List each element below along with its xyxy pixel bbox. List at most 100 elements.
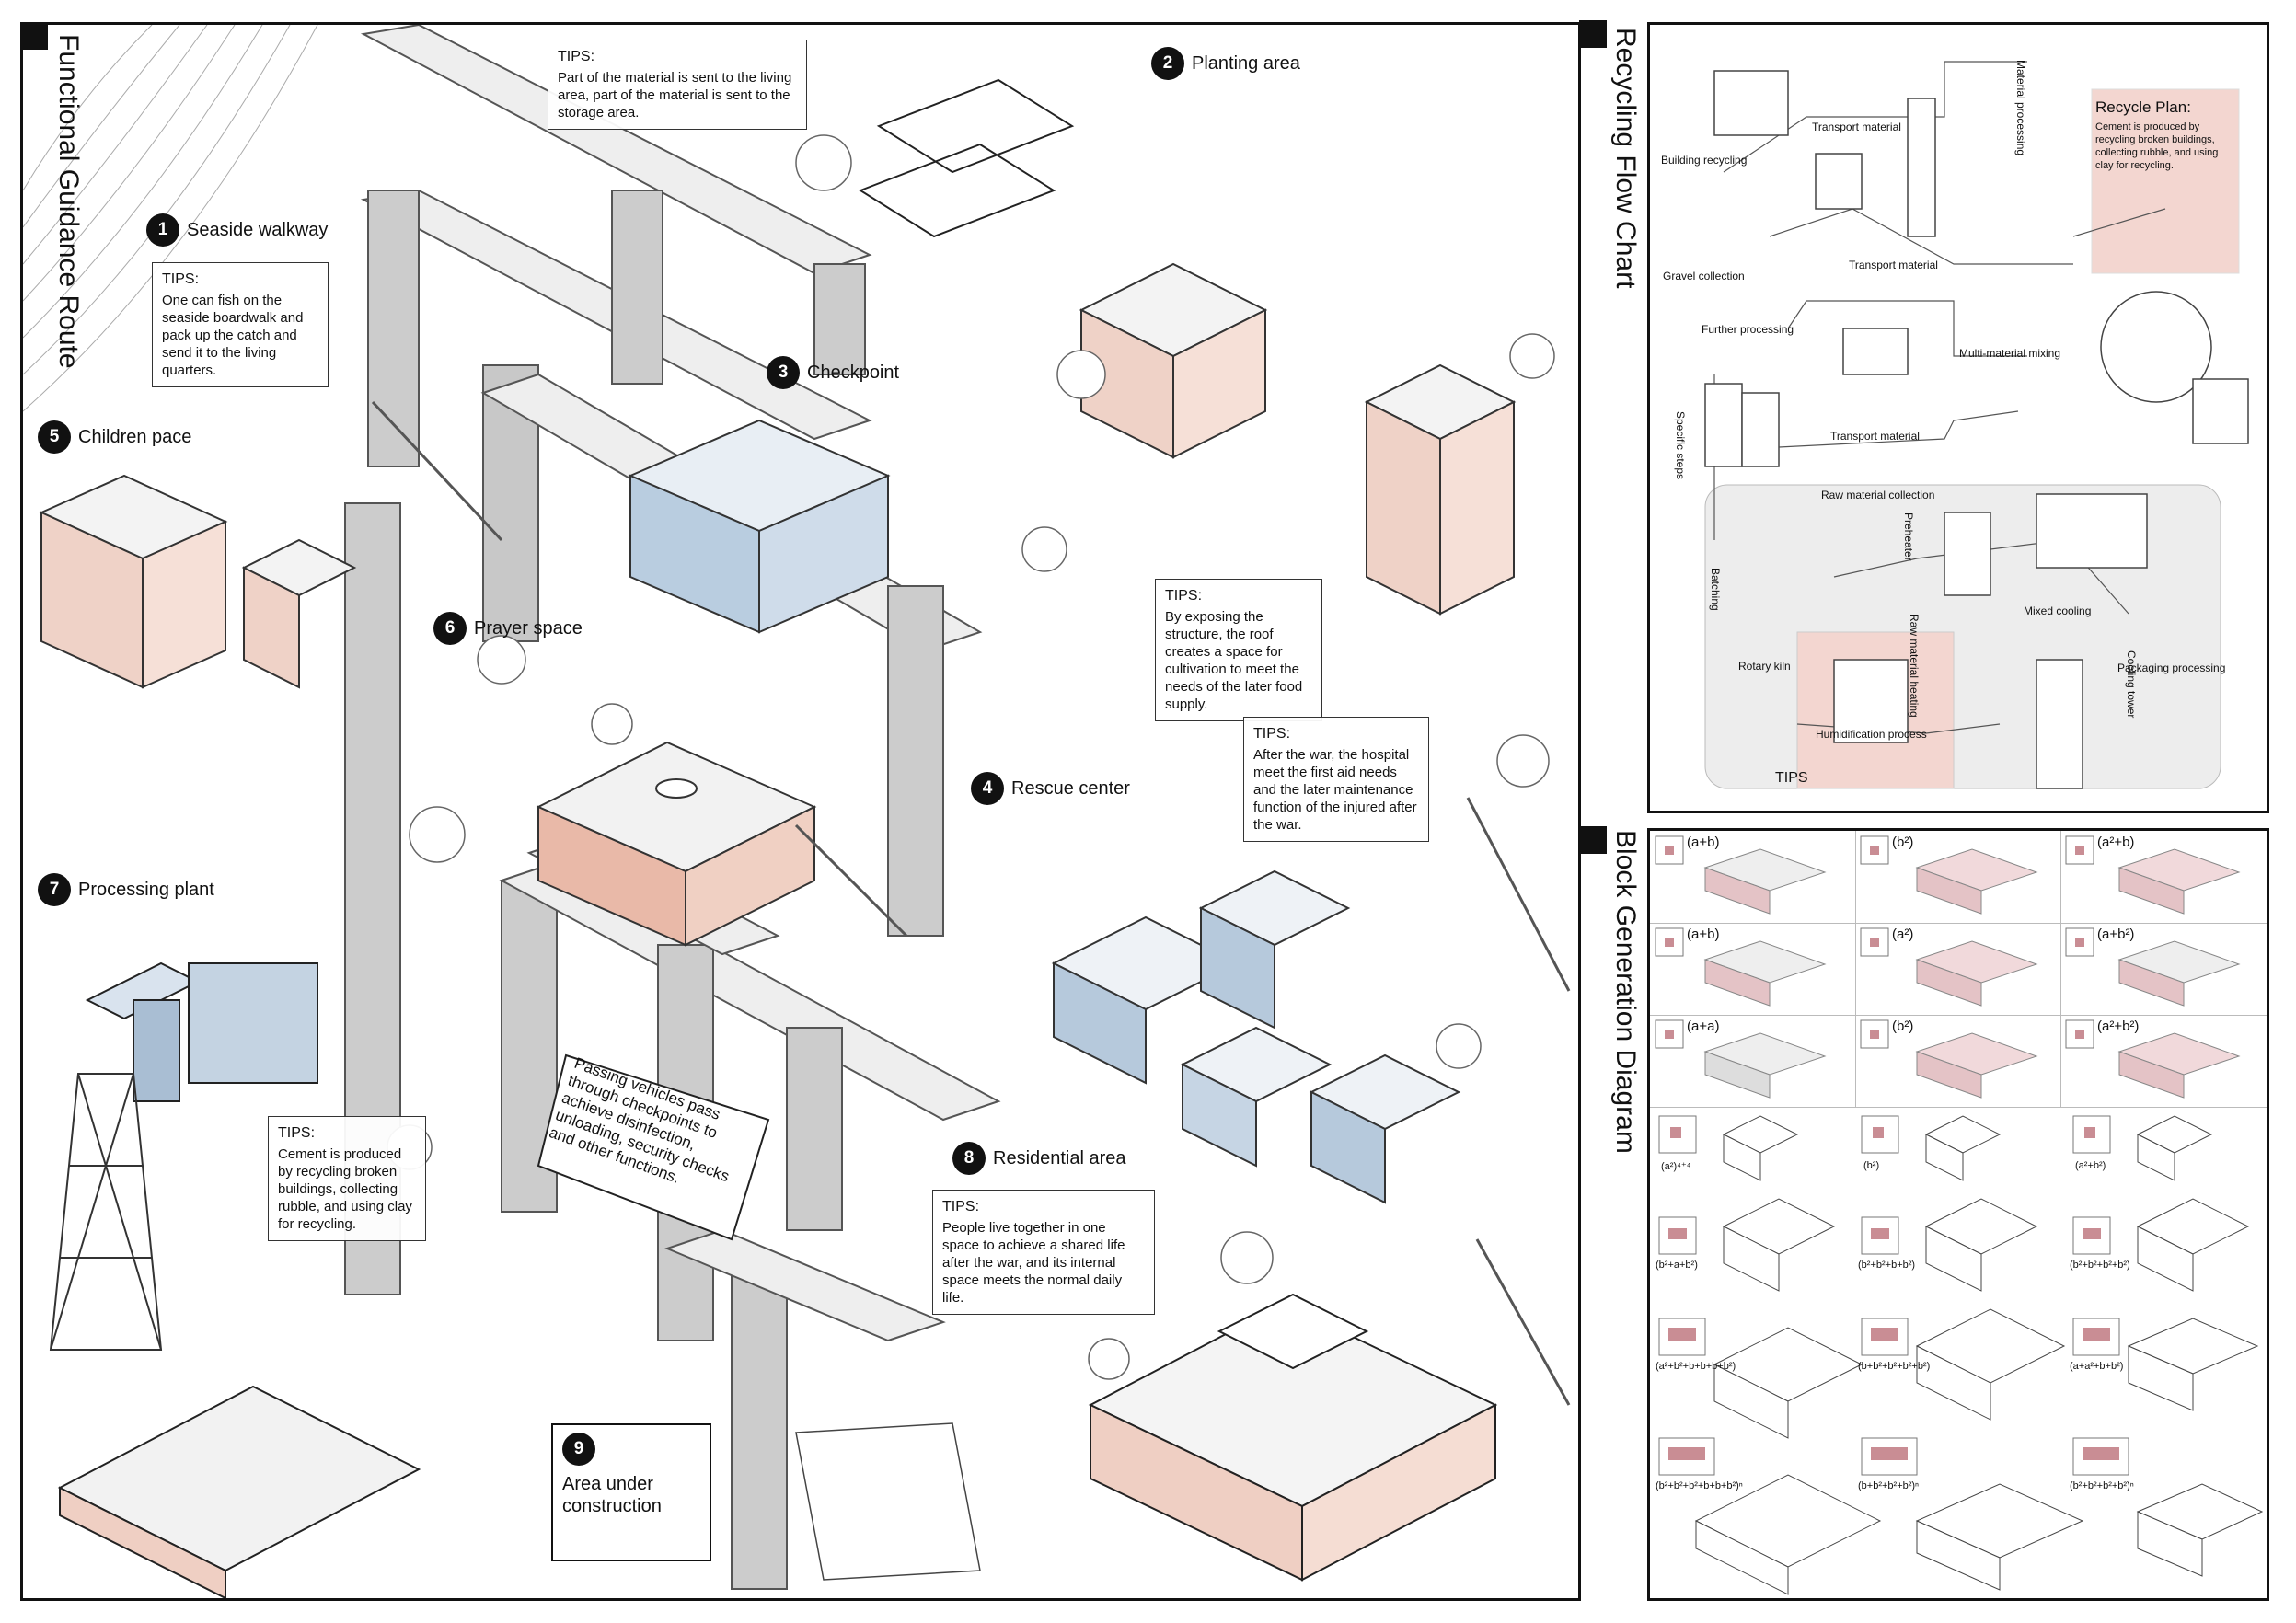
area-label-prayer-space: 6 Prayer space [433, 612, 583, 645]
tip-material: TIPS: Part of the material is sent to th… [548, 40, 807, 130]
formula-label: (b²+b²+b²+b²) [2070, 1260, 2130, 1271]
area-name: Planting area [1192, 52, 1300, 74]
area-label-processing-plant: 7 Processing plant [38, 873, 214, 906]
grid-cell [2060, 923, 2267, 1016]
area-label-children-pace: 5 Children pace [38, 420, 191, 454]
tip-text: Cement is produced by recycling broken b… [278, 1146, 412, 1232]
flow-step-humidification: Humidification process [1816, 728, 1927, 741]
tip-roof: TIPS: By exposing the structure, the roo… [1155, 579, 1322, 721]
area-number: 4 [971, 772, 1004, 805]
formula-label: (a+a) [1687, 1019, 1720, 1034]
trees [387, 134, 1555, 1380]
formula-label: (a+b) [1687, 835, 1720, 850]
hand-held-drawing [795, 1422, 981, 1581]
area-name: Checkpoint [807, 362, 900, 383]
tip-label: TIPS: [558, 49, 595, 64]
formula-label: (a²+b²) [2097, 1019, 2140, 1034]
flow-step-transport-1: Transport material [1812, 121, 1901, 133]
block-mass-drawings [1703, 848, 2241, 1099]
isometric-site-illustration [23, 25, 1571, 1598]
block-corner-marker [1579, 826, 1607, 854]
formula-label: (b²+b²+b+b²) [1858, 1260, 1916, 1271]
formula-label: (b+b²+b²+b²+b²) [1858, 1361, 1931, 1372]
flow-panel-title: Recycling Flow Chart [1610, 28, 1641, 289]
tip-paper-vehicles [537, 1053, 770, 1241]
tip-text: People live together in one space to ach… [942, 1220, 1125, 1306]
formula-label: (b+b²+b²+b²)ⁿ [1858, 1480, 1920, 1491]
tip-text: Part of the material is sent to the livi… [558, 70, 792, 121]
area-label-seaside-walkway: 1 Seaside walkway [146, 213, 328, 247]
area-number: 3 [767, 356, 800, 389]
block-diagrams [1655, 835, 2264, 1595]
grid-cell [1855, 923, 2061, 1016]
grid-cell [2060, 1015, 2267, 1108]
prayer-space-building [536, 741, 817, 947]
tip-residential: TIPS: People live together in one space … [932, 1190, 1155, 1315]
area-number: 1 [146, 213, 179, 247]
tip-text: After the war, the hospital meet the fir… [1253, 747, 1417, 833]
area-label-planting-area: 2 Planting area [1151, 47, 1300, 80]
flow-step-specific-steps: Specific steps [1674, 411, 1687, 480]
grid-cell [1650, 1015, 1856, 1108]
flow-step-cooling-tower: Cooling tower [2125, 650, 2138, 719]
flow-machinery [1704, 70, 2249, 789]
flow-step-material-processing: Material processing [2014, 60, 2027, 156]
flow-step-transport-2: Transport material [1849, 259, 1938, 271]
functional-guidance-panel: Functional Guidance Route 1 Seaside walk… [20, 22, 1581, 1601]
planting-area-buildings [1079, 262, 1517, 616]
recycling-flow-panel: Transport material Material processing B… [1647, 22, 2269, 813]
construction-cranes [371, 400, 1571, 1406]
residential-buildings [1088, 1293, 1498, 1582]
grid-cell [1855, 1015, 2061, 1108]
flow-lines [1704, 61, 2249, 789]
area-box-under-construction: 9 Area under construction [551, 1423, 711, 1561]
axonometric-blocks [1694, 1115, 2264, 1595]
area-label-rescue-center: 4 Rescue center [971, 772, 1130, 805]
flow-step-raw-material-heating: Raw material heating [1908, 614, 1921, 718]
area-number: 7 [38, 873, 71, 906]
grid-highlights [1665, 846, 2119, 1460]
tip-label: TIPS: [162, 271, 200, 287]
area-name: Seaside walkway [187, 219, 329, 240]
formula-label: (b²) [1892, 835, 1914, 850]
area-name: Processing plant [78, 879, 214, 900]
area-number: 2 [1151, 47, 1184, 80]
area-name: Prayer space [474, 617, 583, 639]
formula-label: (a²)⁴⁺⁴ [1661, 1161, 1691, 1172]
block-generation-panel: (a+b) (b²) (a²+b) (a+b) (a²) (a+b²) (a+a… [1647, 828, 2269, 1601]
formula-label: (b²+a+b²) [1656, 1260, 1698, 1271]
formula-label: (b²+b²+b²+b²)ⁿ [2070, 1480, 2134, 1491]
flow-tips-label: TIPS [1775, 770, 1808, 786]
tip-label: TIPS: [1165, 588, 1203, 604]
area-name: Children pace [78, 426, 192, 447]
formula-label: (b²+b²+b²+b+b+b²)ⁿ [1656, 1480, 1743, 1491]
area-number: 5 [38, 420, 71, 454]
formula-label: (b²) [1863, 1160, 1880, 1171]
lattice-tower [49, 1073, 163, 1351]
area-name: Area under construction [562, 1474, 662, 1516]
grid-cell [1650, 831, 1856, 924]
area-number: 6 [433, 612, 467, 645]
area-name: Rescue center [1011, 777, 1130, 799]
flow-step-mixed-cooling: Mixed cooling [2024, 604, 2092, 617]
recycle-plan: Recycle Plan: Cement is produced by recy… [2095, 98, 2233, 172]
formula-label: (a²) [1892, 927, 1914, 942]
recycle-plan-title: Recycle Plan: [2095, 98, 2191, 116]
tip-label: TIPS: [942, 1199, 980, 1214]
flow-step-transport-3: Transport material [1830, 430, 1920, 443]
flow-step-further-processing: Further processing [1702, 323, 1794, 336]
children-pace-buildings [39, 474, 357, 689]
formula-label: (a+a²+b+b²) [2070, 1361, 2124, 1372]
grid-cell [1650, 923, 1856, 1016]
grid-cell [2060, 831, 2267, 924]
checkpoint-building [628, 419, 891, 634]
panel-corner-marker [23, 25, 48, 50]
flow-step-batching: Batching [1709, 568, 1722, 611]
tip-cement: TIPS: Cement is produced by recycling br… [268, 1116, 426, 1241]
flow-step-packaging-processing: Packaging processing [2117, 662, 2226, 674]
recycle-plan-text: Cement is produced by recycling broken b… [2095, 121, 2219, 171]
processing-plant [57, 961, 421, 1598]
block-panel-title: Block Generation Diagram [1610, 830, 1641, 1154]
formula-label: (b²) [1892, 1019, 1914, 1034]
formula-label: (a²+b²+b+b+b+b²) [1656, 1361, 1736, 1372]
